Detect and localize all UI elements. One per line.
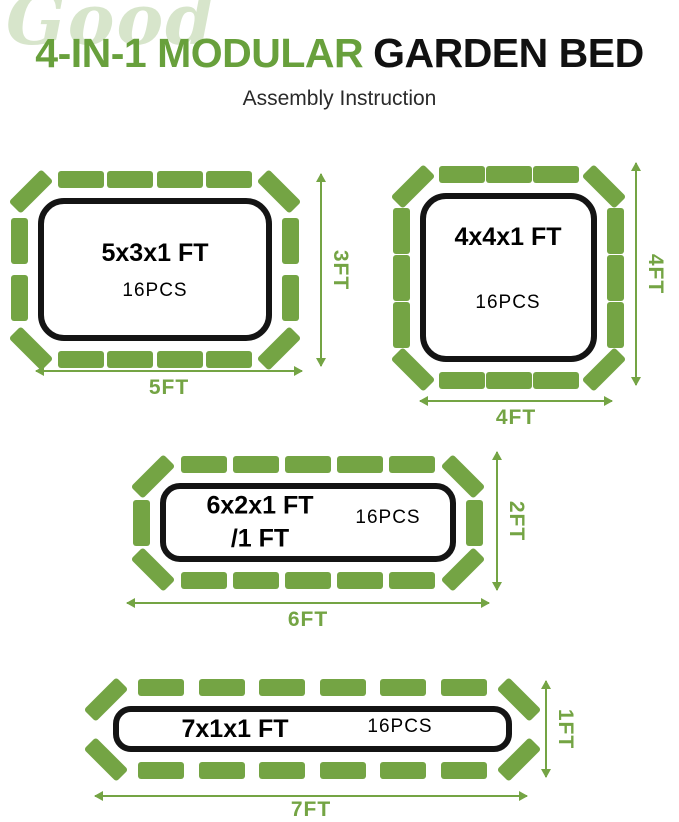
panel-block	[607, 301, 624, 348]
bed-pcs-label: 16PCS	[355, 507, 421, 528]
panel-block	[466, 499, 483, 546]
bed-size-label: 7x1x1 FT	[181, 714, 289, 743]
page-title-green-part: 4-IN-1 MODULAR	[35, 30, 364, 76]
panel-block	[107, 351, 154, 368]
panel-block	[156, 171, 203, 188]
panel-block	[198, 679, 245, 696]
panel-block	[285, 572, 331, 589]
height-dimension-arrow	[541, 680, 551, 778]
panel-block	[319, 762, 366, 779]
panel-block	[440, 679, 487, 696]
panel-block	[57, 351, 104, 368]
panel-block	[282, 275, 299, 322]
panel-block	[133, 499, 150, 546]
bed-diagram-7x1ft: 7x1x1 FT 16PCS 1FT 7FT	[80, 672, 580, 821]
panel-block	[393, 207, 410, 254]
width-dimension-label: 4FT	[495, 406, 537, 429]
panel-block	[337, 456, 383, 473]
panel-block	[607, 207, 624, 254]
width-dimension-arrow	[35, 366, 303, 376]
panel-block	[107, 171, 154, 188]
bed-pcs-label: 16PCS	[122, 280, 188, 301]
bed-size-label: 6x2x1 FT /1 FT	[206, 491, 314, 553]
panel-block	[393, 254, 410, 301]
panel-block	[259, 679, 306, 696]
panel-block	[233, 456, 279, 473]
panel-block	[198, 762, 245, 779]
bed-diagram-4x4ft: 4x4x1 FT 16PCS 4FT 4FT	[380, 152, 679, 432]
decorative-script-text: Good	[6, 0, 217, 61]
panel-block	[380, 679, 427, 696]
panel-block	[285, 456, 331, 473]
bed-diagram-5x3ft: 5x3x1 FT 16PCS 3FT 5FT	[8, 158, 368, 408]
panel-block	[206, 351, 253, 368]
panel-block	[438, 166, 485, 183]
height-dimension-arrow	[631, 162, 641, 386]
width-dimension-arrow	[419, 396, 613, 406]
panel-block	[181, 572, 227, 589]
bed-diagram-6x2ft: 6x2x1 FT /1 FT 16PCS 2FT 6FT	[118, 445, 618, 645]
panel-block	[389, 456, 435, 473]
bed-pcs-label: 16PCS	[367, 716, 433, 737]
panel-block	[233, 572, 279, 589]
bed-pcs-label: 16PCS	[475, 292, 541, 313]
width-dimension-label: 5FT	[148, 376, 190, 399]
panel-block	[389, 572, 435, 589]
panel-block	[380, 762, 427, 779]
panel-block	[485, 166, 532, 183]
height-dimension-label: 4FT	[644, 253, 667, 295]
panel-block	[319, 679, 366, 696]
panel-block	[57, 171, 104, 188]
bed-frame	[113, 706, 512, 752]
panel-block	[393, 301, 410, 348]
panel-block	[337, 572, 383, 589]
width-dimension-label: 7FT	[290, 798, 332, 821]
width-dimension-label: 6FT	[287, 608, 329, 631]
panel-block	[138, 679, 185, 696]
bed-frame	[38, 198, 272, 341]
panel-block	[532, 166, 579, 183]
panel-block	[156, 351, 203, 368]
height-dimension-arrow	[316, 173, 326, 367]
panel-block	[607, 254, 624, 301]
width-dimension-arrow	[94, 791, 528, 801]
bed-frame	[160, 483, 456, 562]
bed-frame	[420, 193, 597, 362]
width-dimension-arrow	[126, 598, 490, 608]
panel-block	[11, 217, 28, 264]
panel-block	[11, 275, 28, 322]
bed-size-label: 4x4x1 FT	[454, 222, 562, 251]
panel-block	[440, 762, 487, 779]
page-subtitle: Assembly Instruction	[242, 87, 437, 110]
panel-block	[282, 217, 299, 264]
height-dimension-label: 2FT	[505, 500, 528, 542]
panel-block	[532, 372, 579, 389]
height-dimension-label: 3FT	[329, 249, 352, 291]
height-dimension-arrow	[492, 451, 502, 591]
panel-block	[138, 762, 185, 779]
panel-block	[485, 372, 532, 389]
panel-block	[438, 372, 485, 389]
panel-block	[181, 456, 227, 473]
bed-size-label: 5x3x1 FT	[101, 238, 209, 267]
height-dimension-label: 1FT	[554, 708, 577, 750]
panel-block	[206, 171, 253, 188]
page-title-black-part: GARDEN BED	[373, 30, 644, 76]
panel-block	[259, 762, 306, 779]
